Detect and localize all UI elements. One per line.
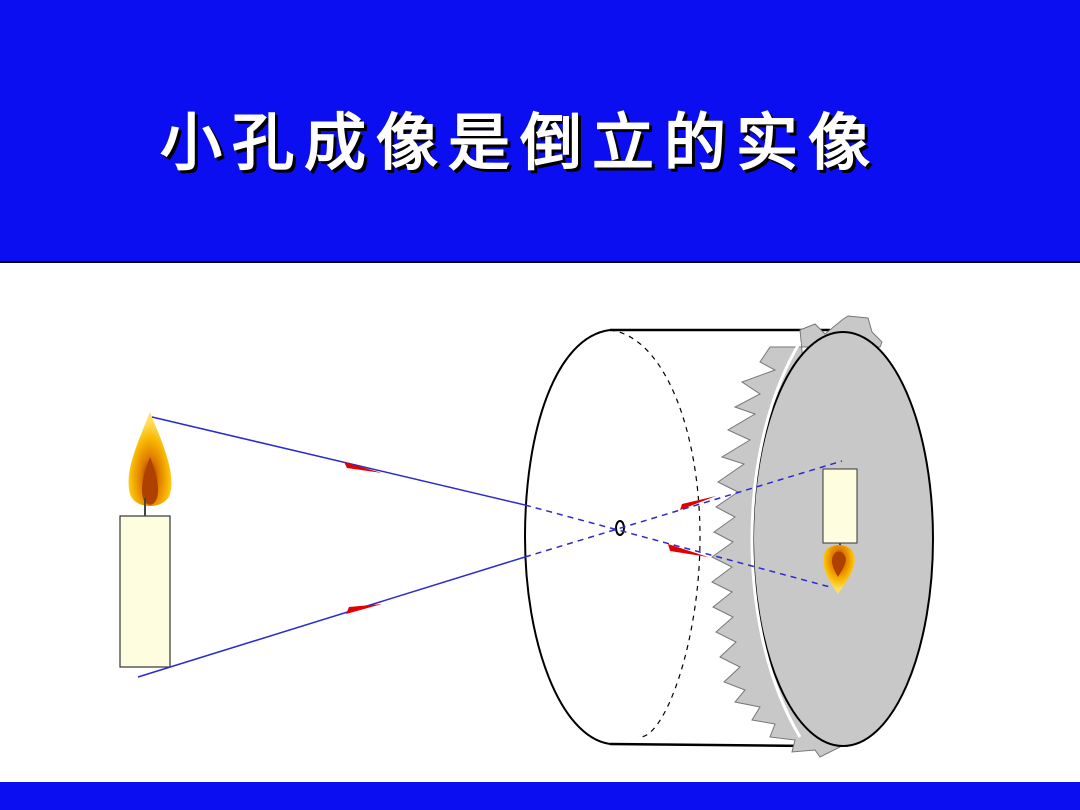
image-candle-body [822,468,858,544]
ray-bottom-dashed [524,460,843,558]
camera-front-face-hidden [609,329,701,738]
title-bar: 小孔成像是倒立的实像 [0,0,1080,260]
arrow-3 [346,604,382,614]
ray-top-dashed [524,504,831,588]
arrow-1 [344,462,382,473]
camera-bottom-edge [609,742,811,748]
light-rays [137,416,843,678]
pinhole-diagram [119,315,934,758]
candle-body [119,515,171,668]
candle-icon [119,412,172,668]
bottom-bar [0,782,1080,810]
arrow-2 [668,544,708,557]
ray-arrows [344,462,716,614]
arrow-4 [680,496,716,510]
ray-bottom [137,556,526,678]
pinhole-camera-icon [523,315,934,758]
diagram-panel [0,261,1080,784]
camera-front-face [523,329,611,745]
ray-top [151,416,526,506]
inverted-candle-image-icon [822,468,858,594]
slide-title: 小孔成像是倒立的实像 [160,106,881,179]
